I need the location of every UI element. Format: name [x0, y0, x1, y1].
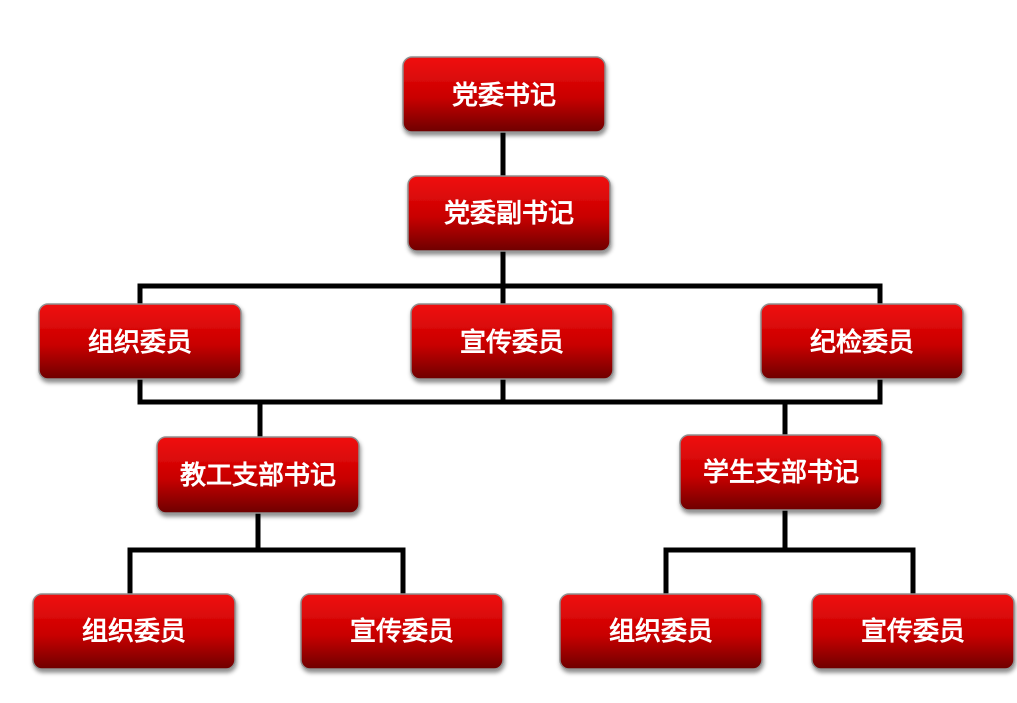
node-label: 党委书记: [452, 81, 556, 111]
connector-lines: [127, 129, 916, 598]
node-party-secretary: 党委书记: [402, 56, 606, 133]
node-label: 教工支部书记: [180, 461, 336, 491]
node-committee-discipline: 纪检委员: [760, 303, 964, 380]
node-label: 宣传委员: [460, 327, 564, 358]
node-label: 宣传委员: [350, 616, 454, 647]
node-student-branch-secretary: 学生支部书记: [679, 434, 883, 511]
node-label: 纪检委员: [810, 327, 914, 358]
node-label: 组织委员: [609, 616, 713, 647]
node-committee-publicity: 宣传委员: [410, 303, 614, 380]
node-label: 学生支部书记: [703, 457, 859, 488]
node-student-publicity: 宣传委员: [811, 593, 1015, 670]
node-staff-branch-secretary: 教工支部书记: [156, 436, 360, 514]
node-staff-publicity: 宣传委员: [300, 593, 504, 670]
node-label: 宣传委员: [861, 616, 965, 647]
node-student-organization: 组织委员: [559, 593, 763, 670]
node-label: 组织委员: [82, 616, 186, 647]
node-deputy-secretary: 党委副书记: [407, 175, 611, 252]
node-label: 党委副书记: [444, 199, 574, 229]
node-staff-organization: 组织委员: [32, 593, 236, 670]
node-committee-organization: 组织委员: [38, 303, 242, 380]
node-label: 组织委员: [88, 327, 192, 358]
